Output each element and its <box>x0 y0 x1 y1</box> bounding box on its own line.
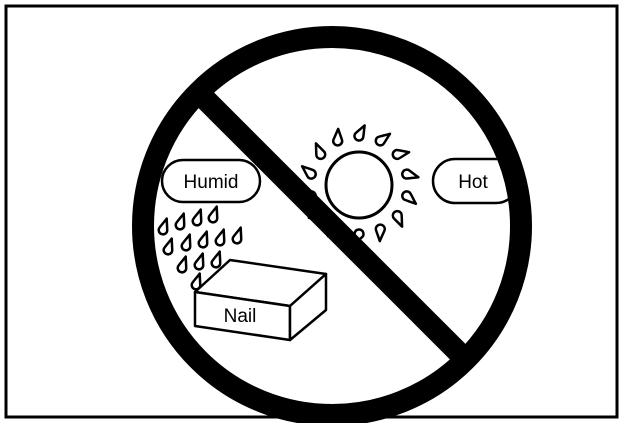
box-side <box>288 272 328 342</box>
circle-content: Humid Hot Nail <box>157 124 510 342</box>
sun-ray-icon <box>331 127 344 147</box>
sun-ray-icon <box>353 124 366 142</box>
raindrop-icon <box>162 237 174 256</box>
sun-ray-icon <box>300 164 317 180</box>
sun-ray-icon <box>314 142 327 161</box>
sun-ray-icon <box>401 190 418 206</box>
nail-box-icon: Nail <box>193 258 328 342</box>
prohibition-circle-icon <box>132 26 532 423</box>
sun-ray-icon <box>401 168 420 180</box>
raindrop-icon <box>210 250 222 269</box>
raindrop-icon <box>231 226 243 245</box>
raindrop-icon <box>174 212 186 231</box>
raindrop-icon <box>193 252 205 271</box>
raindrop-icon <box>190 272 202 291</box>
humid-label: Humid <box>160 158 262 204</box>
raindrop-icon <box>157 217 169 236</box>
raindrop-icon <box>214 228 226 247</box>
raindrop-icon <box>176 255 188 274</box>
sun-icon <box>298 124 420 246</box>
humid-text: Humid <box>184 172 239 193</box>
nail-text: Nail <box>224 306 257 327</box>
hot-label: Hot <box>431 157 510 205</box>
sun-ray-icon <box>391 209 404 228</box>
raindrops-icon <box>157 205 243 291</box>
raindrop-icon <box>191 208 203 227</box>
sun-ray-icon <box>391 148 411 161</box>
sun-ray-icon <box>374 132 392 147</box>
raindrop-icon <box>197 230 209 249</box>
raindrop-icon <box>207 205 219 224</box>
raindrop-icon <box>180 233 192 252</box>
hot-text: Hot <box>458 172 488 193</box>
sun-ray-icon <box>374 223 387 243</box>
prohibition-slash <box>198 92 466 360</box>
